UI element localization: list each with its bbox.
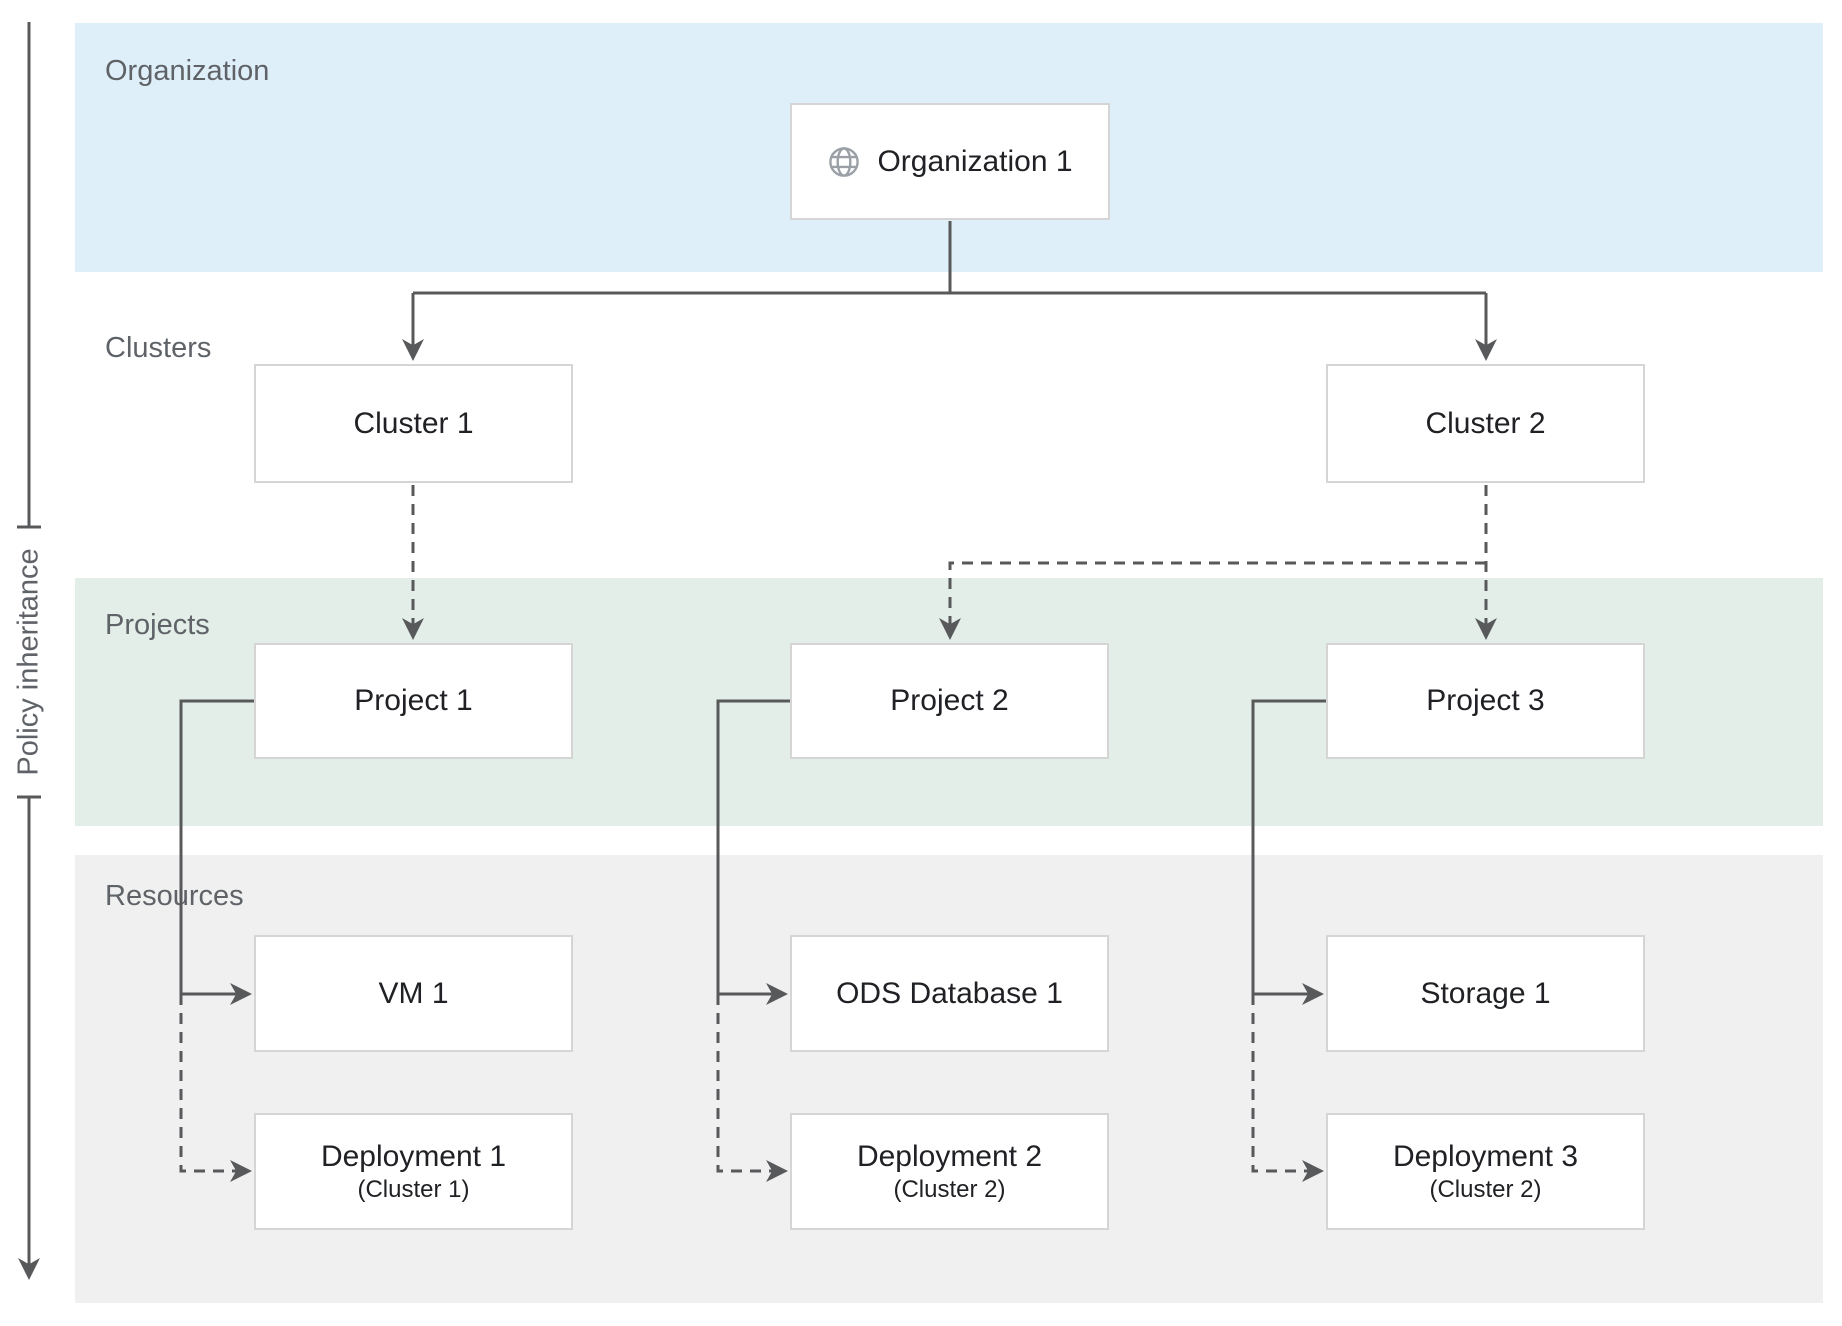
node-project-3: Project 3 [1326, 643, 1645, 759]
node-ods-database-1: ODS Database 1 [790, 935, 1109, 1052]
globe-icon [829, 146, 860, 177]
node-label: Cluster 1 [353, 406, 474, 440]
node-organization-1: Organization 1 [790, 103, 1110, 220]
node-label: Deployment 2 [856, 1140, 1043, 1173]
node-cluster-2: Cluster 2 [1326, 364, 1645, 483]
node-label: Deployment 3 [1392, 1140, 1579, 1173]
policy-inheritance-label: Policy inheritance [12, 548, 45, 776]
node-label: ODS Database 1 [836, 976, 1063, 1010]
node-storage-1: Storage 1 [1326, 935, 1645, 1052]
node-project-1: Project 1 [254, 643, 573, 759]
node-label: VM 1 [378, 976, 449, 1010]
node-deployment-2: Deployment 2 (Cluster 2) [790, 1113, 1109, 1230]
node-sublabel: (Cluster 2) [1429, 1176, 1542, 1203]
node-deployment-1: Deployment 1 (Cluster 1) [254, 1113, 573, 1230]
node-label: Cluster 2 [1425, 406, 1546, 440]
node-cluster-1: Cluster 1 [254, 364, 573, 483]
clusters-band-label: Clusters [105, 332, 212, 364]
node-sublabel: (Cluster 2) [893, 1176, 1006, 1203]
resources-band [75, 855, 1823, 1303]
node-deployment-3: Deployment 3 (Cluster 2) [1326, 1113, 1645, 1230]
node-vm-1: VM 1 [254, 935, 573, 1052]
node-label: Project 2 [890, 684, 1009, 717]
node-label: Storage 1 [1420, 976, 1551, 1010]
node-label: Deployment 1 [320, 1140, 507, 1173]
node-sublabel: (Cluster 1) [357, 1176, 470, 1203]
organization-band-label: Organization [105, 55, 270, 87]
projects-band-label: Projects [105, 609, 210, 641]
node-project-2: Project 2 [790, 643, 1109, 759]
node-label: Project 1 [354, 684, 473, 717]
node-label: Project 3 [1426, 684, 1545, 717]
resources-band-label: Resources [105, 880, 244, 912]
node-label: Organization 1 [877, 144, 1073, 178]
